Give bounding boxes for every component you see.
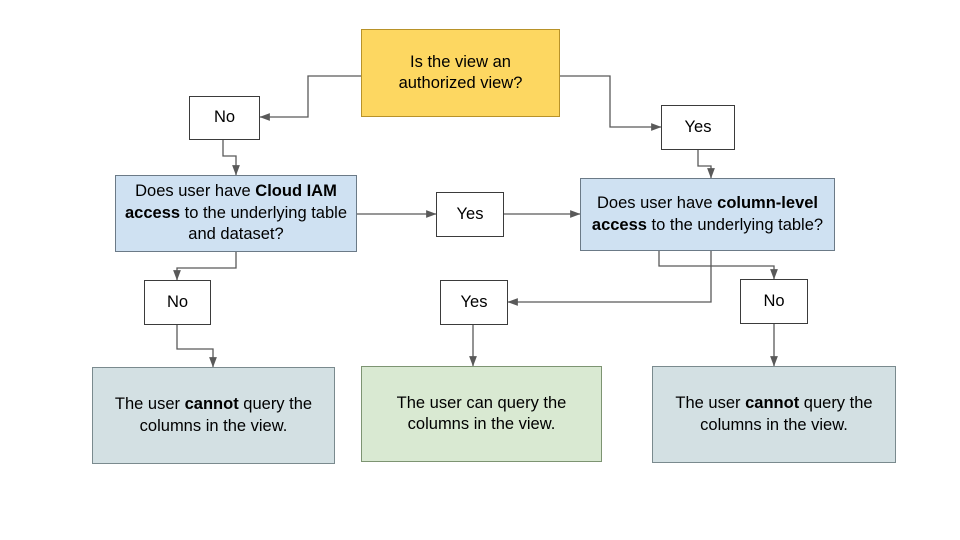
node-terminal-denied-right[interactable]: The user cannot query the columns in the…	[652, 366, 896, 463]
iam-text-post: to the underlying table and dataset?	[180, 203, 347, 244]
node-terminal-allowed[interactable]: The user can query the columns in the vi…	[361, 366, 602, 462]
start-line-2: authorized view?	[398, 74, 523, 92]
node-label-no-top-text: No	[213, 108, 236, 127]
node-start-decision[interactable]: Is the view an authorized view?	[361, 29, 560, 117]
node-label-yes-top[interactable]: Yes	[661, 105, 735, 150]
node-label-yes-middle-text: Yes	[456, 204, 484, 223]
iam-text-bold: Cloud IAM access	[124, 182, 337, 222]
node-label-no-left[interactable]: No	[144, 280, 211, 325]
node-label-yes-middle[interactable]: Yes	[436, 192, 504, 237]
node-decision-column-level[interactable]: Does user have column-level access to th…	[580, 178, 835, 251]
node-decision-cloud-iam[interactable]: Does user have Cloud IAM access to the u…	[115, 175, 357, 252]
edge-yes-top-to-column	[697, 150, 715, 179]
node-terminal-denied-right-label: The user cannot query the columns in the…	[653, 393, 895, 436]
node-terminal-denied-left[interactable]: The user cannot query the columns in the…	[92, 367, 335, 464]
edge-iam-to-no-left	[173, 252, 237, 281]
node-label-no-right[interactable]: No	[740, 279, 808, 324]
node-decision-cloud-iam-label: Does user have Cloud IAM access to the u…	[116, 181, 356, 245]
denied-left-text-pre: The user	[114, 395, 185, 414]
edge-column-to-yes-bottom	[507, 250, 712, 306]
denied-right-text-pre: The user	[675, 394, 746, 413]
node-label-yes-bottom-text: Yes	[460, 292, 488, 311]
denied-left-text-post: query the columns in the view.	[139, 395, 313, 435]
node-decision-column-level-label: Does user have column-level access to th…	[581, 193, 834, 236]
node-label-yes-bottom[interactable]: Yes	[440, 280, 508, 325]
edge-no-left-to-denied-left	[176, 325, 217, 368]
iam-text-pre: Does user have	[135, 182, 256, 201]
column-text-pre: Does user have	[596, 194, 718, 213]
denied-right-text-bold: cannot	[745, 394, 800, 413]
edge-start-to-no-top	[259, 75, 361, 121]
column-text-bold: column-level access	[591, 194, 819, 234]
node-label-no-right-text: No	[763, 291, 785, 310]
edge-no-top-to-iam	[222, 140, 240, 176]
edge-start-to-yes-top	[560, 75, 662, 131]
column-text-post: to the underlying table?	[646, 215, 824, 234]
node-terminal-denied-left-label: The user cannot query the columns in the…	[93, 394, 334, 437]
node-start-decision-label: Is the view an authorized view?	[391, 52, 531, 95]
denied-left-text-bold: cannot	[184, 395, 239, 414]
start-line-1: Is the view an	[410, 52, 511, 71]
node-label-no-top[interactable]: No	[189, 96, 260, 140]
denied-right-text-post: query the columns in the view.	[700, 394, 873, 434]
node-label-no-left-text: No	[166, 292, 189, 311]
edge-column-to-no-right	[658, 250, 778, 280]
node-label-yes-top-text: Yes	[684, 117, 712, 136]
node-terminal-allowed-label: The user can query the columns in the vi…	[396, 393, 567, 433]
